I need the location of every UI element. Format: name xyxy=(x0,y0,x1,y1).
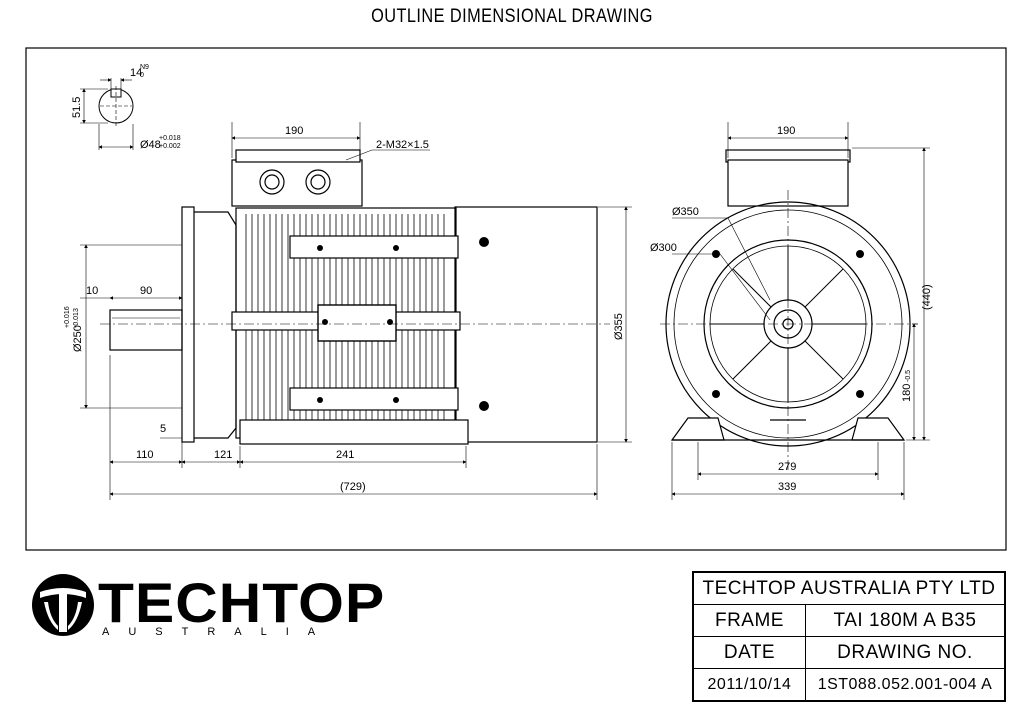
drawing-border xyxy=(25,47,1007,551)
spigot-tol-upper: +0.016 xyxy=(64,306,71,328)
spigot-tol-lower: -0.013 xyxy=(73,308,80,328)
logo-wordmark: TECHTOP xyxy=(98,571,386,634)
shaft-dia-label: Ø48 xyxy=(140,139,161,151)
shaft-tol-upper: +0.018 xyxy=(159,135,181,142)
cable-gland-label: 2-M32×1.5 xyxy=(376,139,429,151)
overall-height-label: (440) xyxy=(921,284,933,310)
flange-thk-label: 5 xyxy=(160,423,166,435)
front-view xyxy=(660,149,918,470)
side-view-bolts xyxy=(317,237,489,411)
frame-value: TAI 180M A B35 xyxy=(804,604,1006,637)
drawing-no-value: 1ST088.052.001-004 A xyxy=(804,668,1006,701)
key-tol-label: N9 xyxy=(140,64,149,71)
drawing-no-label: DRAWING NO. xyxy=(804,636,1006,669)
dim-241-label: 241 xyxy=(336,449,354,461)
key-tol2-label: 0 xyxy=(140,72,144,79)
logo-subtitle: AUSTRALIA xyxy=(102,626,335,638)
dia-300-label: Ø300 xyxy=(650,242,677,254)
date-value: 2011/10/14 xyxy=(693,668,806,701)
side-view xyxy=(100,149,610,445)
shaft-height-label: 180 xyxy=(901,384,913,402)
flange-dia-label: Ø355 xyxy=(613,313,625,340)
front-view-bolts xyxy=(712,250,864,398)
shaft-section-view xyxy=(80,78,134,150)
date-label: DATE xyxy=(693,636,806,669)
base-width-label: 339 xyxy=(778,481,796,493)
dim-121-label: 121 xyxy=(214,449,232,461)
frame-label: FRAME xyxy=(693,604,806,637)
shaft-len-label: 90 xyxy=(140,285,152,297)
pcd-350-label: Ø350 xyxy=(672,206,699,218)
spigot-dia-label: Ø250 xyxy=(72,325,84,352)
tb-width-front-label: 190 xyxy=(777,125,795,137)
tb-width-side-label: 190 xyxy=(285,125,303,137)
flange-offset-label: 10 xyxy=(86,285,98,297)
foot-spacing-label: 279 xyxy=(778,461,796,473)
shaft-tol-lower: +0.002 xyxy=(159,143,181,150)
key-height-label: 51.5 xyxy=(71,97,83,118)
key-width-label: 14 xyxy=(130,67,142,79)
logo-emblem-icon xyxy=(32,574,94,636)
overall-len-label: (729) xyxy=(340,481,366,493)
title-block: TECHTOP AUSTRALIA PTY LTD FRAME TAI 180M… xyxy=(692,571,1006,702)
dim-110-label: 110 xyxy=(136,449,154,461)
company-name: TECHTOP AUSTRALIA PTY LTD xyxy=(693,572,1005,605)
shaft-height-tol-label: -0.5 xyxy=(905,370,912,382)
page-title: OUTLINE DIMENSIONAL DRAWING xyxy=(371,6,653,27)
techtop-logo: TECHTOP AUSTRALIA xyxy=(30,568,400,648)
